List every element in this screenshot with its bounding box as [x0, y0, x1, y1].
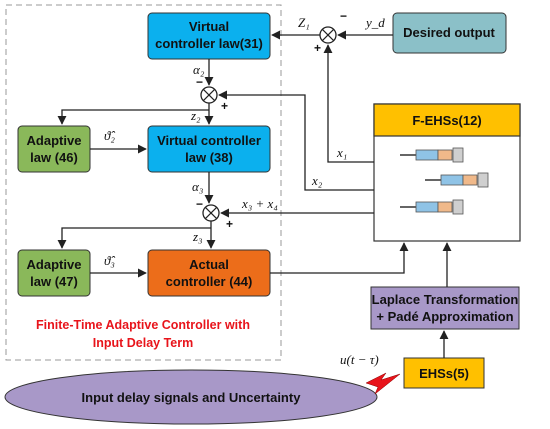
- label-theta3: ϑ̂₃: [104, 253, 115, 268]
- virtual-controller-31-block: Virtual controller law(31): [147, 12, 271, 60]
- virtual-controller-31-line1: Virtual: [189, 19, 229, 34]
- sign-sum2-plus: +: [221, 99, 228, 113]
- ehss-label: EHSs(5): [419, 366, 469, 381]
- desired-output-block: Desired output: [392, 12, 507, 54]
- laplace-pade-block: Laplace Transformation + Padé Approximat…: [370, 286, 520, 330]
- cylinder-icon: [425, 172, 489, 188]
- sign-sum3-minus: −: [196, 197, 203, 211]
- actual-controller-44-block: Actual controller (44): [147, 249, 271, 297]
- virtual-controller-38-block: Virtual controller law (38): [147, 125, 271, 173]
- summing-junction-3: [202, 204, 220, 222]
- disturbance-ellipse: Input delay signals and Uncertainty: [4, 369, 378, 425]
- label-u-delay: u(t − τ): [340, 352, 379, 367]
- summing-junction-2: [200, 86, 218, 104]
- desired-output-label: Desired output: [403, 25, 495, 40]
- arrow-x1: [323, 44, 374, 163]
- sign-sum2-minus: −: [196, 75, 203, 89]
- sign-sum1-plus: +: [314, 41, 321, 55]
- controller-title-line1: Finite-Time Adaptive Controller with: [36, 318, 250, 332]
- label-alpha3: α₃: [192, 179, 203, 194]
- label-z1: Z₁: [298, 15, 310, 30]
- f-ehss-label: F-EHSs(12): [412, 113, 481, 128]
- label-yd: y_d: [364, 15, 385, 30]
- adaptive-law-47-line1: Adaptive: [27, 257, 82, 272]
- virtual-controller-38-line1: Virtual controller: [157, 133, 261, 148]
- adaptive-law-46-line2: law (46): [30, 150, 78, 165]
- summing-junction-1: [319, 26, 337, 44]
- actual-controller-44-line1: Actual: [189, 257, 229, 272]
- adaptive-law-47-line2: law (47): [30, 274, 78, 289]
- adaptive-law-46-block: Adaptive law (46): [17, 125, 91, 173]
- arrow-z2-branch: [57, 109, 209, 125]
- lightning-icon: [365, 372, 401, 395]
- cylinder-icon: [400, 147, 464, 163]
- laplace-line1: Laplace Transformation: [372, 292, 519, 307]
- controller-boundary: [5, 4, 282, 361]
- sign-sum3-plus: +: [226, 217, 233, 231]
- sign-sum1-minus: −: [340, 9, 347, 23]
- arrow-z3-branch: [57, 227, 211, 249]
- label-x1: x₁: [336, 145, 347, 160]
- arrow-x2: [218, 90, 374, 191]
- label-z2: z₂: [190, 108, 201, 123]
- label-theta2: ϑ̂₂: [104, 128, 115, 143]
- adaptive-law-47-block: Adaptive law (47): [17, 249, 91, 297]
- virtual-controller-38-line2: law (38): [185, 150, 233, 165]
- controller-title-line2: Input Delay Term: [93, 336, 193, 350]
- label-z3: z₃: [192, 229, 203, 244]
- label-x2: x₂: [311, 173, 323, 188]
- disturbance-label: Input delay signals and Uncertainty: [82, 390, 302, 405]
- label-x3x4: x₃ + x₄: [241, 196, 278, 211]
- arrow-control-output: [270, 242, 409, 274]
- actual-controller-44-line2: controller (44): [166, 274, 253, 289]
- ehss-block: EHSs(5): [403, 357, 485, 389]
- laplace-line2: + Padé Approximation: [376, 309, 513, 324]
- virtual-controller-31-line2: controller law(31): [155, 36, 263, 51]
- cylinder-icon: [400, 199, 464, 215]
- f-ehss-block: F-EHSs(12): [373, 103, 521, 242]
- adaptive-law-46-line1: Adaptive: [27, 133, 82, 148]
- label-alpha2: α₂: [193, 62, 205, 77]
